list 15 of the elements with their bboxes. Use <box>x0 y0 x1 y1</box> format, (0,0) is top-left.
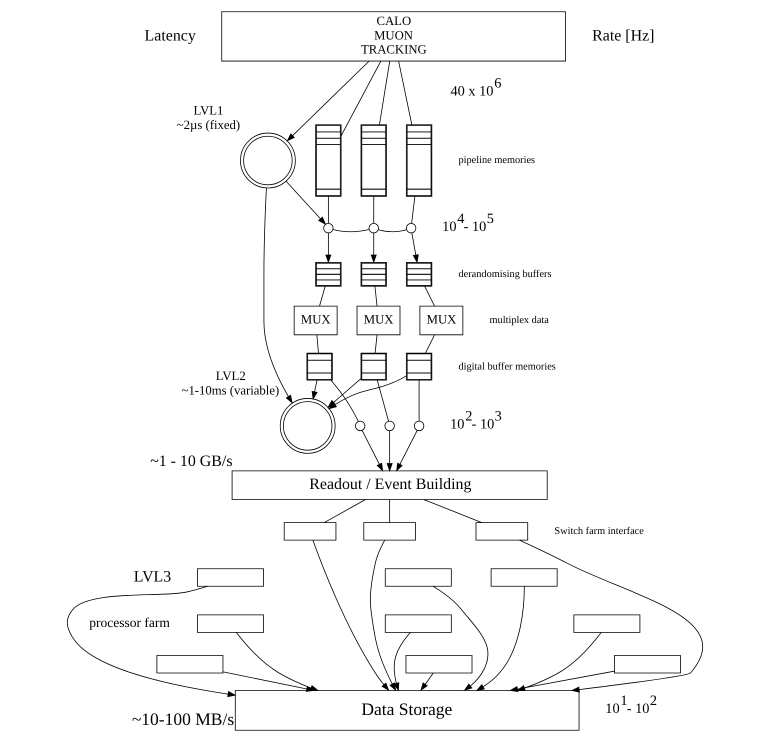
label: derandomising buffers <box>458 269 552 280</box>
label: processor farm <box>89 614 170 630</box>
label: LVL3 <box>134 568 172 586</box>
label: digital buffer memories <box>458 361 556 372</box>
node-label: LVL1 <box>194 104 224 118</box>
node-label: ~2µs (fixed) <box>176 118 240 132</box>
label: Switch farm interface <box>554 526 644 538</box>
node-label: LVL2 <box>216 368 246 383</box>
label: Rate [Hz] <box>592 27 654 44</box>
label: multiplex data <box>490 315 549 326</box>
label: Latency <box>144 27 196 44</box>
label: pipeline memories <box>458 155 536 166</box>
node-label: ~10-100 MB/s <box>132 709 234 730</box>
node-label: ~1-10ms (variable) <box>182 383 280 398</box>
node-label: ~1 - 10 GB/s <box>150 453 233 470</box>
